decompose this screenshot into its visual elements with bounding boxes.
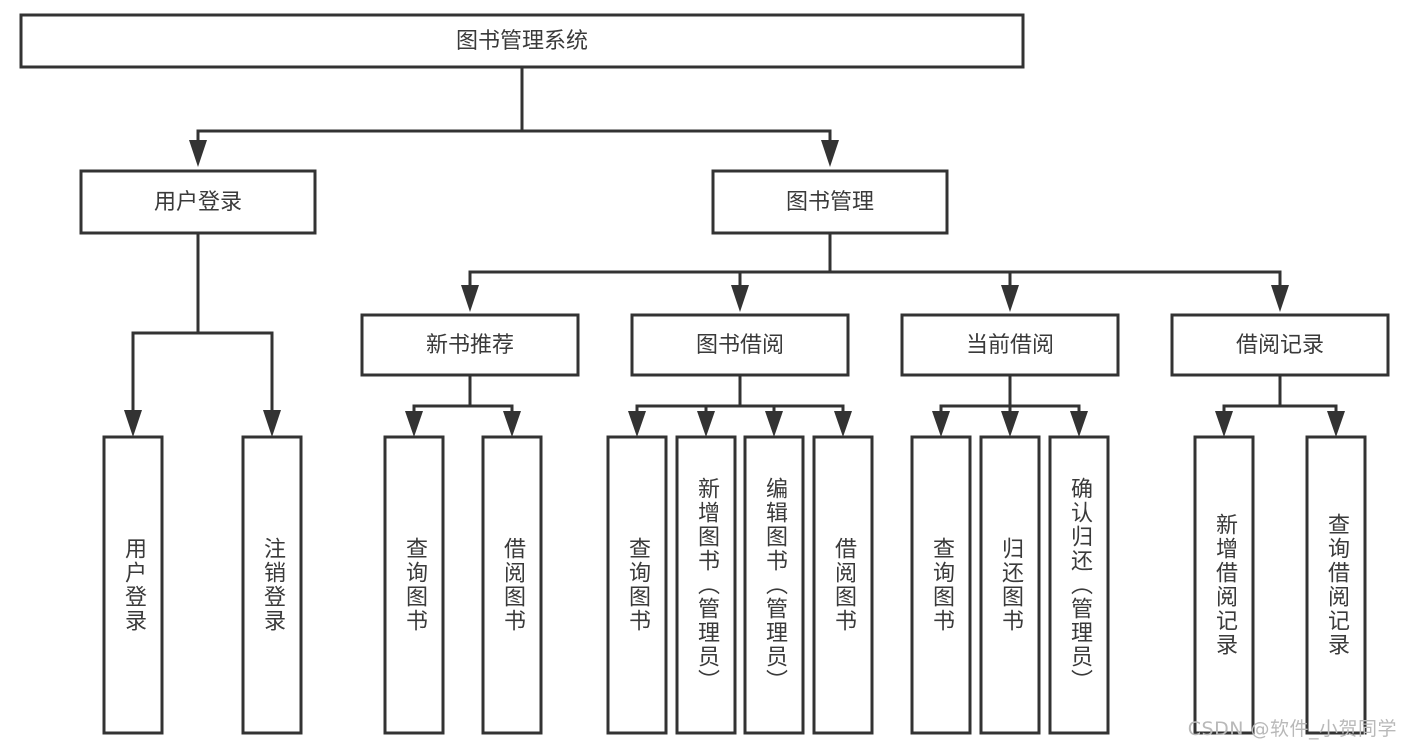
connector-new-book-recommend-to-leaves bbox=[405, 373, 521, 437]
watermark-text: CSDN @软件_小贺同学 bbox=[1187, 718, 1397, 740]
node-leaf-query-record-box[interactable] bbox=[1305, 435, 1367, 735]
arrow-head-icon bbox=[1001, 411, 1019, 437]
arrow-head-icon bbox=[834, 411, 852, 437]
node-borrow-record-label: 借阅记录 bbox=[1236, 333, 1324, 358]
connector-book-management-to-level2 bbox=[461, 231, 1289, 312]
node-new-book-recommend-label: 新书推荐 bbox=[426, 333, 514, 358]
node-book-management-label: 图书管理 bbox=[786, 190, 874, 215]
node-new-book-recommend-box[interactable] bbox=[360, 313, 580, 377]
node-book-borrow-label: 图书借阅 bbox=[696, 333, 784, 358]
arrow-head-icon bbox=[697, 411, 715, 437]
arrow-head-icon bbox=[1327, 411, 1345, 437]
node-borrow-record[interactable]: 借阅记录 bbox=[1170, 313, 1390, 377]
arrow-head-icon bbox=[1070, 411, 1088, 437]
arrow-head-icon bbox=[765, 411, 783, 437]
node-leaf-confirm-return-box[interactable] bbox=[1048, 435, 1110, 735]
node-leaf-user-logout-box[interactable] bbox=[241, 435, 303, 735]
connector-borrow-record-to-leaves bbox=[1215, 373, 1345, 437]
node-leaf-add-record-box[interactable] bbox=[1193, 435, 1255, 735]
node-book-management[interactable]: 图书管理 bbox=[711, 169, 949, 235]
connector-current-borrow-to-leaves bbox=[932, 373, 1088, 437]
arrow-head-icon bbox=[821, 140, 839, 167]
arrow-head-icon bbox=[1215, 411, 1233, 437]
node-user-login-label: 用户登录 bbox=[154, 190, 242, 215]
node-leaf-return-book-box[interactable] bbox=[979, 435, 1041, 735]
node-book-borrow[interactable]: 图书借阅 bbox=[630, 313, 850, 377]
node-leaf-query-book-2-box[interactable] bbox=[606, 435, 668, 735]
node-root-label: 图书管理系统 bbox=[456, 29, 588, 54]
arrow-head-icon bbox=[461, 285, 479, 312]
node-user-login[interactable]: 用户登录 bbox=[79, 169, 317, 235]
node-current-borrow-box[interactable] bbox=[900, 313, 1120, 377]
arrow-head-icon bbox=[503, 411, 521, 437]
node-current-borrow[interactable]: 当前借阅 bbox=[900, 313, 1120, 377]
node-root[interactable]: 图书管理系统 bbox=[19, 13, 1025, 69]
arrow-head-icon bbox=[1271, 285, 1289, 312]
connector-book-borrow-to-leaves bbox=[628, 373, 852, 437]
node-leaf-query-book-1-box[interactable] bbox=[383, 435, 445, 735]
node-leaf-borrow-book-1-box[interactable] bbox=[481, 435, 543, 735]
arrow-head-icon bbox=[731, 285, 749, 312]
node-new-book-recommend[interactable]: 新书推荐 bbox=[360, 313, 580, 377]
arrow-head-icon bbox=[1001, 285, 1019, 312]
node-leaf-add-book-box[interactable] bbox=[675, 435, 737, 735]
arrow-head-icon bbox=[124, 410, 142, 437]
node-leaf-user-login-box[interactable] bbox=[102, 435, 164, 735]
arrow-head-icon bbox=[405, 411, 423, 437]
arrow-head-icon bbox=[628, 411, 646, 437]
connector-root-to-level1 bbox=[189, 65, 839, 167]
node-user-login-box[interactable] bbox=[79, 169, 317, 235]
node-root-box[interactable] bbox=[19, 13, 1025, 69]
node-leaf-borrow-book-2-box[interactable] bbox=[812, 435, 874, 735]
node-leaf-query-book-3-box[interactable] bbox=[910, 435, 972, 735]
arrow-head-icon bbox=[189, 140, 207, 167]
node-leaf-edit-book-box[interactable] bbox=[743, 435, 805, 735]
arrow-head-icon bbox=[263, 410, 281, 437]
node-current-borrow-label: 当前借阅 bbox=[966, 333, 1054, 358]
arrow-head-icon bbox=[932, 411, 950, 437]
connector-user-login-to-leaves bbox=[124, 231, 281, 437]
